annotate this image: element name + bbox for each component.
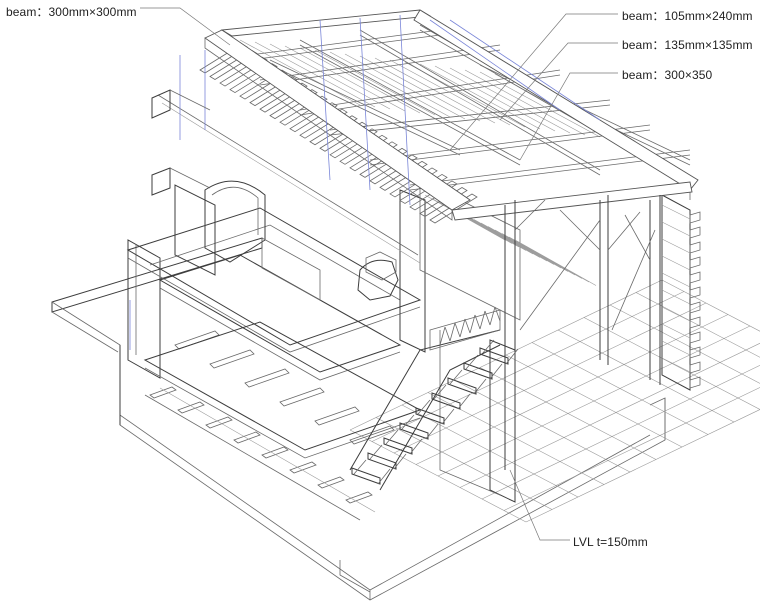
floor-grid [349,279,760,523]
beam-300x350-label: beam：300×350 [622,68,713,82]
walls-and-slabs [126,179,691,503]
left-shelves [151,89,211,196]
main-roof-beams [204,9,699,221]
beam-135x135-label: beam：135mm×135mm [622,38,753,52]
lvl-label: LVL t=150mm [573,535,648,549]
staircase [349,306,519,491]
leader-lines [140,7,618,541]
side-wall-fins [661,204,701,389]
bathroom-fixtures [204,180,399,301]
beam-300x300-label: beam：300mm×300mm [6,5,137,19]
blue-guide-lines [129,14,601,350]
floor-joists [144,330,395,521]
columns [504,195,661,475]
beam-105x240-label: beam：105mm×240mm [622,9,753,23]
